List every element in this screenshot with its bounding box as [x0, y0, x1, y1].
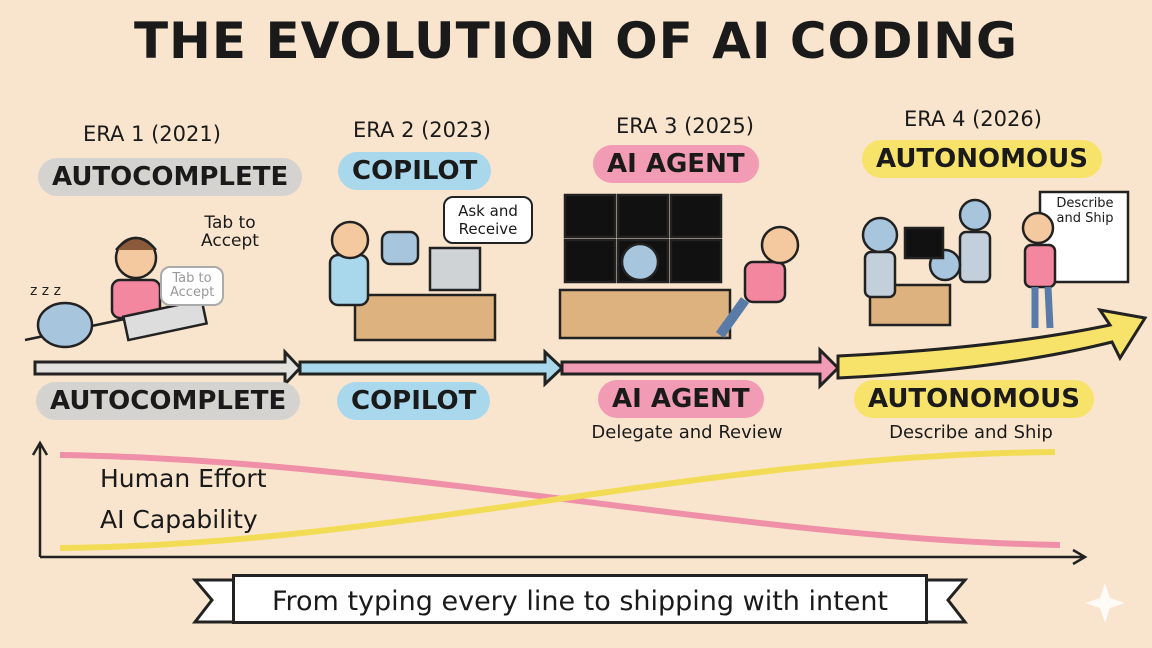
tab-to-accept-note: Tab to Accept [201, 213, 259, 251]
era1-pill: AUTOCOMPLETE [38, 158, 303, 196]
sparkle-icon [1085, 583, 1125, 623]
era2-pill: COPILOT [338, 152, 492, 190]
autonomous-bottom-pill: AUTONOMOUS [854, 380, 1094, 418]
tagline-banner: From typing every line to shipping with … [232, 574, 928, 624]
agent-subtitle: Delegate and Review [591, 422, 783, 443]
page-title: THE EVOLUTION OF AI CODING [133, 12, 1019, 70]
era4-illustration [861, 190, 1130, 329]
whiteboard-text: Describe and Ship [1056, 196, 1114, 226]
era2-label: ERA 2 (2023) [353, 118, 491, 142]
ai-capability-label: AI Capability [100, 505, 258, 534]
x-axis [40, 548, 1088, 566]
effort-capability-chart [31, 440, 1088, 566]
timeline-arrows [33, 307, 1148, 390]
tab-to-accept-suggestion: Tab to Accept [160, 266, 224, 306]
era3-illustration [558, 193, 800, 340]
era2-illustration [328, 220, 497, 342]
svg-text:z z z: z z z [30, 283, 61, 299]
ask-and-receive-bubble: Ask and Receive [443, 196, 533, 244]
era1-label: ERA 1 (2021) [83, 122, 221, 146]
autonomous-subtitle: Describe and Ship [889, 422, 1053, 443]
ai-capability-curve [59, 449, 1056, 551]
era4-pill: AUTONOMOUS [862, 140, 1102, 178]
era4-label: ERA 4 (2026) [904, 107, 1042, 131]
agent-bottom-pill: AI AGENT [598, 380, 764, 418]
era3-pill: AI AGENT [593, 145, 759, 183]
banner-ribbon [191, 578, 969, 624]
y-axis [31, 440, 49, 557]
autocomplete-bottom-pill: AUTOCOMPLETE [36, 382, 301, 420]
era1-illustration: z z z [24, 236, 216, 349]
copilot-bottom-pill: COPILOT [337, 382, 491, 420]
era3-label: ERA 3 (2025) [616, 114, 754, 138]
human-effort-label: Human Effort [100, 464, 267, 493]
